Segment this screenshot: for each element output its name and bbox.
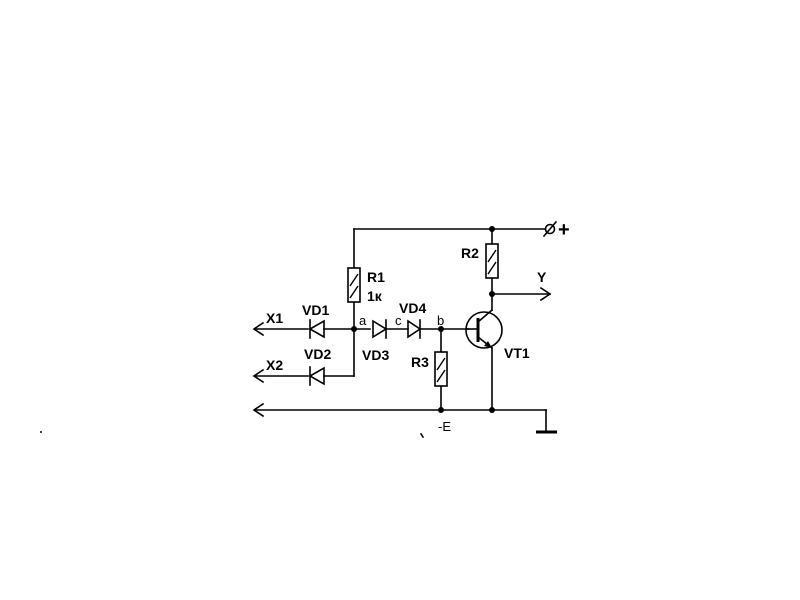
signal-arrows xyxy=(252,286,552,418)
node-c-label: c xyxy=(395,313,402,328)
x2-label: X2 xyxy=(266,357,283,373)
y-output-label: Y xyxy=(537,269,547,285)
stray-tick xyxy=(419,432,425,439)
transistor-vt1 xyxy=(465,308,503,350)
r1-value-label: 1к xyxy=(367,288,383,304)
vd1-label: VD1 xyxy=(302,302,329,318)
vd2-label: VD2 xyxy=(304,346,331,362)
vd4-label: VD4 xyxy=(399,300,426,316)
y-output-arrow xyxy=(539,286,552,302)
resistor-r3 xyxy=(434,351,448,387)
x1-input-arrow xyxy=(252,321,265,337)
node-b-label: b xyxy=(437,313,444,328)
resistor-r2 xyxy=(485,243,499,279)
r1-name-label: R1 xyxy=(367,269,385,285)
positive-supply-label: + xyxy=(558,219,570,241)
r3-label: R3 xyxy=(411,354,429,370)
resistor-r1 xyxy=(347,267,361,303)
labels: X1 X2 VD1 VD2 VD3 VD4 R1 1к R2 R3 VT1 a … xyxy=(266,219,570,434)
wires xyxy=(254,228,551,433)
x1-label: X1 xyxy=(266,310,283,326)
x2-input-arrow xyxy=(252,368,265,384)
vd3-label: VD3 xyxy=(362,347,389,363)
stray-dot xyxy=(40,431,42,433)
diode-vd3 xyxy=(372,319,388,339)
node-a-label: a xyxy=(359,313,367,328)
junction-dots xyxy=(351,226,495,413)
return-arrow xyxy=(252,402,265,418)
diode-vd1 xyxy=(308,319,325,339)
vt1-label: VT1 xyxy=(504,345,530,361)
diode-vd2 xyxy=(308,366,325,386)
r2-label: R2 xyxy=(461,245,479,261)
diode-vd4 xyxy=(407,319,422,339)
negative-supply-label: -E xyxy=(438,419,451,434)
positive-supply-terminal xyxy=(542,220,558,238)
